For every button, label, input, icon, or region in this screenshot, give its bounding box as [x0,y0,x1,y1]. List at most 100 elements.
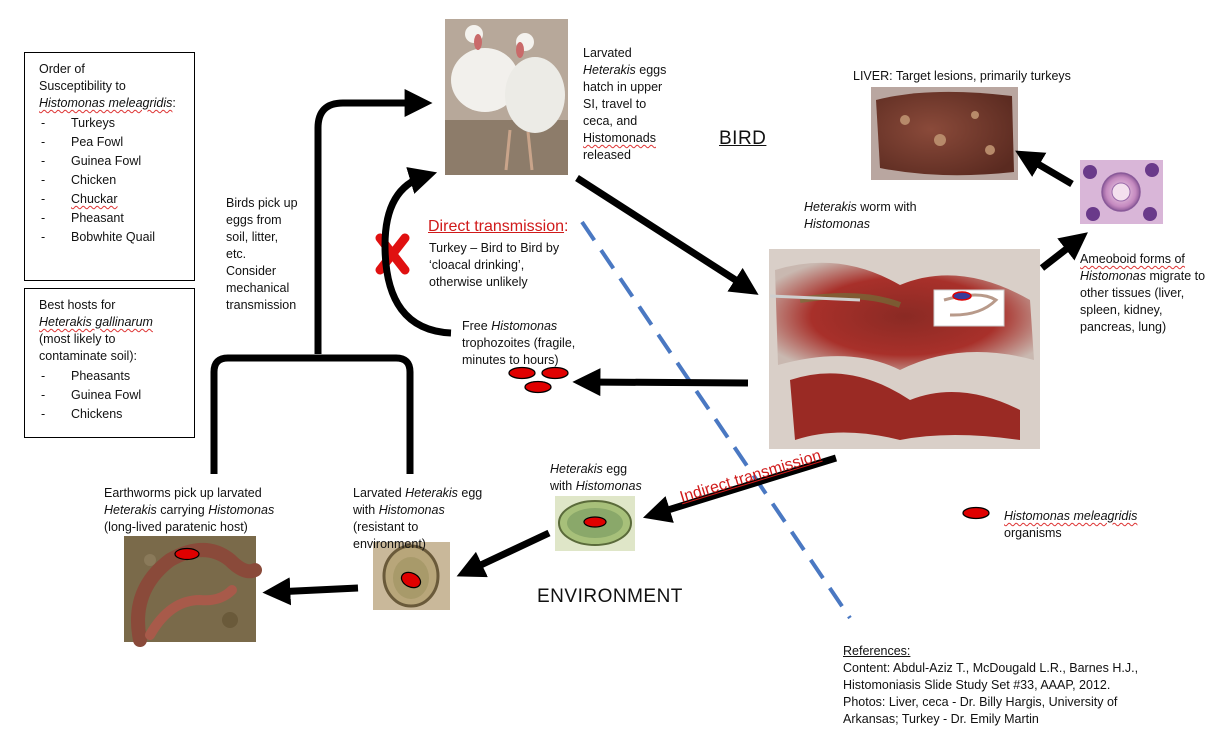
larv-with: with [353,503,379,517]
references-line-4: Arkansas; Turkey - Dr. Emily Martin [843,712,1039,726]
arrow-ceca-to-histology [1039,232,1088,271]
references-line-2: Histomoniasis Slide Study Set #33, AAAP,… [843,678,1111,692]
susceptibility-title-2: Susceptibility to [39,79,126,93]
arrow-egg-to-larvated [456,529,551,578]
larvated-egg-photo [373,542,450,610]
list-item: Bobwhite Quail [39,228,184,247]
earth-histomonas: Histomonas [208,503,275,517]
arrow-ceca-to-egg [642,454,838,523]
histology-photo [1080,160,1163,224]
larv-egg: egg [457,486,483,500]
list-item: Turkeys [39,114,184,133]
arrow-direct-transmission [381,167,452,337]
egg-line-1: Heterakis egg [550,461,642,478]
ameboid-line-4: spleen, kidney, [1080,303,1163,317]
direct-line-3: otherwise unlikely [429,275,528,289]
ameboid-line-2: Histomonas migrate to [1080,268,1225,285]
egg-heterakis: Heterakis [550,462,603,476]
earth-line-1: Earthworms pick up larvated [104,486,262,500]
larv-heterakis: Heterakis [405,486,458,500]
birds-pick-up-label: Birds pick up eggs from soil, litter, et… [226,195,316,314]
free-word: Free [462,319,492,333]
environment-heading: ENVIRONMENT [537,586,683,607]
list-item: Pheasants [39,367,184,386]
earthworm-label: Earthworms pick up larvated Heterakis ca… [104,485,344,536]
egg-with: with [550,479,576,493]
birds-line-3: soil, litter, [226,230,279,244]
egg-line-2: with Histomonas [550,478,642,495]
free-histomonas-organisms [508,366,569,394]
earth-carrying: carrying [156,503,209,517]
worm-label: Heterakis worm with Histomonas [804,199,917,233]
larv-histomonas: Histomonas [378,503,445,517]
ameboid-label: Ameoboid forms of Histomonas migrate to … [1080,251,1225,336]
hatch-line-3: hatch in upper [583,80,663,94]
worm-heterakis: Heterakis [804,200,857,214]
earth-line-3: (long-lived paratenic host) [104,520,248,534]
egg-label: Heterakis egg with Histomonas [550,461,642,495]
birds-line-1: Birds pick up [226,196,298,210]
birds-line-4: etc. [226,247,247,261]
birds-line-7: transmission [226,298,297,312]
hatch-line-1: Larvated [583,46,632,60]
susceptibility-title-suffix: : [172,96,176,110]
larv-line-3: (resistant to [353,520,419,534]
arrow-turkey-to-ceca [575,175,759,295]
hosts-subtitle: (most likely to contaminate soil): [39,332,137,363]
ameboid-migrate: migrate to [1146,269,1206,283]
egg-word: egg [602,462,628,476]
ceca-photo [769,249,1040,449]
earth-heterakis: Heterakis [104,503,157,517]
ameboid-line-3: other tissues (liver, [1080,286,1185,300]
direct-title-colon: : [564,218,569,235]
ameboid-histomonas: Histomonas [1080,269,1146,283]
birds-line-2: eggs from [226,213,282,227]
references-title: References: [843,644,911,658]
hatch-heterakis: Heterakis [583,63,636,77]
worm-line-1: Heterakis worm with [804,199,917,216]
liver-label: LIVER: Target lesions, primarily turkeys [853,69,1071,83]
direct-line-2: ‘cloacal drinking’, [429,258,525,272]
direct-transmission-title: Direct transmission: [428,218,568,236]
free-line-1: Free Histomonas [462,318,612,335]
turkey-photo [445,19,568,175]
bird-environment-divider [580,220,852,620]
susceptibility-list: Turkeys Pea Fowl Guinea Fowl Chicken Chu… [39,114,184,247]
references: References: Content: Abdul-Aziz T., McDo… [843,643,1223,728]
hatch-line-2: Heterakis eggs [583,62,693,79]
fork-connector [210,354,414,474]
hatch-line-5: ceca, and [583,114,638,128]
larvated-egg-label: Larvated Heterakis egg with Histomonas (… [353,485,503,553]
list-item: Guinea Fowl [39,152,184,171]
list-item: Chuckar [39,190,184,209]
list-item: Guinea Fowl [39,386,184,405]
susceptibility-species: Histomonas meleagridis [39,96,173,110]
legend-label: Histomonas meleagridis organisms [1004,508,1137,542]
hosts-list: Pheasants Guinea Fowl Chickens [39,367,184,424]
larv-line-1: Larvated Heterakis egg [353,485,503,502]
references-line-3: Photos: Liver, ceca - Dr. Billy Hargis, … [843,695,1118,709]
arrow-larvated-to-earthworm [262,577,359,606]
direct-line-1: Turkey – Bird to Bird by [429,241,560,255]
list-item: Chicken [39,171,184,190]
ameboid-line-1: Ameoboid forms of [1080,252,1185,266]
legend-organism-icon [962,506,990,520]
direct-transmission-description: Turkey – Bird to Bird by ‘cloacal drinki… [429,240,579,291]
larv-line-4: environment) [353,537,426,551]
free-line-2: trophozoites (fragile, [462,336,576,350]
hatch-line-7: released [583,148,631,162]
liver-photo [871,87,1018,180]
earthworm-photo [124,536,262,647]
arrow-histology-to-liver [1015,150,1074,188]
birds-line-6: mechanical [226,281,290,295]
hosts-species: Heterakis gallinarum [39,315,153,329]
hosts-box: Best hosts for Heterakis gallinarum (mos… [24,288,195,438]
arrow-ceca-to-free-histomonas [572,368,749,397]
direct-title-text: Direct transmission [428,218,565,235]
hatch-description: Larvated Heterakis eggs hatch in upper S… [583,45,693,164]
susceptibility-title-1: Order of [39,62,85,76]
egg-histomonas: Histomonas [575,479,642,493]
susceptibility-title-species-line: Histomonas meleagridis: [39,95,184,112]
hatch-line-6: Histomonads [583,131,656,145]
